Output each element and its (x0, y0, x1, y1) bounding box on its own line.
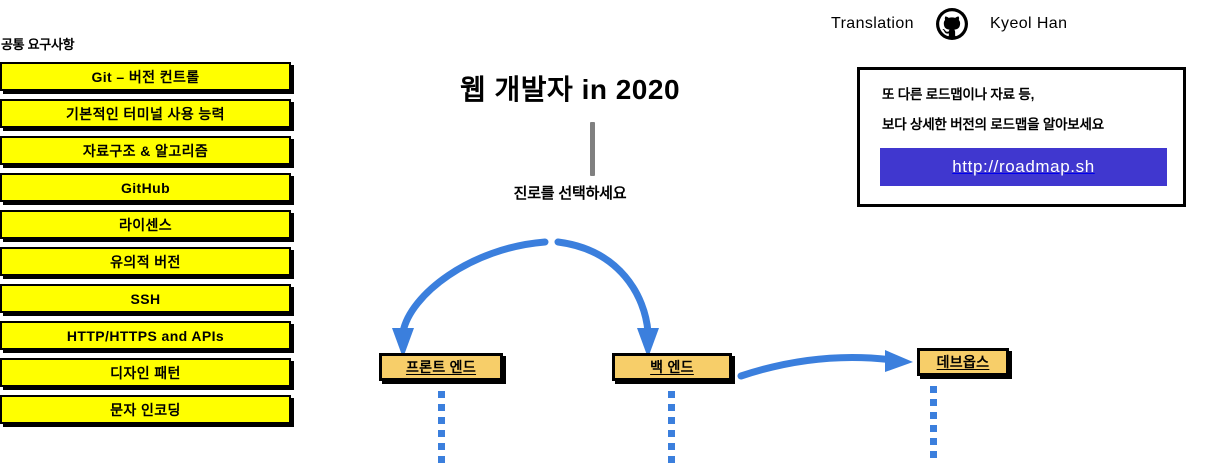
arrow-head-devops (885, 350, 913, 372)
trail-dot (438, 430, 445, 437)
requirement-label: 유의적 버전 (110, 253, 181, 270)
requirement-item-licenses[interactable]: 라이센스 (0, 210, 291, 239)
track-label: 데브옵스 (936, 354, 990, 370)
trail-dot (438, 456, 445, 463)
trail-dot (930, 386, 937, 393)
track-box-devops[interactable]: 데브옵스 (917, 348, 1009, 376)
requirement-label: Git – 버전 컨트롤 (91, 68, 200, 85)
trail-dot (438, 404, 445, 411)
center-column: 웹 개발자 in 2020 진로를 선택하세요 (300, 0, 840, 470)
arrow-path-backend (554, 238, 652, 336)
trail-dot (930, 451, 937, 458)
trail-dot (930, 438, 937, 445)
trail-dot (438, 417, 445, 424)
choose-path-label: 진로를 선택하세요 (513, 185, 627, 202)
trail-dot (668, 456, 675, 463)
requirement-label: 문자 인코딩 (110, 401, 181, 418)
page-title: 웹 개발자 in 2020 (459, 74, 681, 105)
requirement-item-semantic-versioning[interactable]: 유의적 버전 (0, 247, 291, 276)
translation-credit: Translation Kyeol Han (831, 8, 1067, 40)
arrow-head-frontend (392, 328, 414, 358)
requirement-item-github[interactable]: GitHub (0, 173, 291, 202)
trail-dot (930, 412, 937, 419)
track-label: 프론트 엔드 (405, 359, 477, 375)
translation-label: Translation (831, 15, 914, 32)
requirement-label: SSH (130, 290, 161, 307)
roadmap-url-label: http://roadmap.sh (952, 157, 1095, 176)
section-title: 공통 요구사항 (1, 37, 75, 52)
github-icon[interactable] (935, 8, 968, 40)
trail-dot (668, 430, 675, 437)
requirement-item-git[interactable]: Git – 버전 컨트롤 (0, 62, 291, 91)
track-box-backend[interactable]: 백 엔드 (612, 353, 732, 381)
trail-dot (668, 443, 675, 450)
dot-trail-devops (930, 386, 937, 464)
track-label: 백 엔드 (650, 359, 694, 375)
trail-dot (668, 417, 675, 424)
roadmap-url-button[interactable]: http://roadmap.sh (880, 148, 1167, 186)
trail-dot (668, 391, 675, 398)
arrow-path-frontend (399, 238, 549, 336)
requirement-item-data-structures[interactable]: 자료구조 & 알고리즘 (0, 136, 291, 165)
requirement-label: 자료구조 & 알고리즘 (82, 142, 209, 159)
dot-trail-backend (668, 391, 675, 469)
branch-arrows (392, 238, 659, 358)
trail-dot (438, 391, 445, 398)
translator-name: Kyeol Han (989, 15, 1068, 32)
info-line-1: 또 다른 로드맵이나 자료 등, (882, 87, 1035, 102)
trail-dot (668, 404, 675, 411)
common-requirements-section: 공통 요구사항 Git – 버전 컨트롤 기본적인 터미널 사용 능력 자료구조… (0, 34, 296, 432)
info-line-2: 보다 상세한 버전의 로드맵을 알아보세요 (882, 116, 1104, 132)
requirements-list: Git – 버전 컨트롤 기본적인 터미널 사용 능력 자료구조 & 알고리즘 … (0, 62, 296, 424)
trail-dot (438, 443, 445, 450)
requirement-item-ssh[interactable]: SSH (0, 284, 291, 313)
requirement-label: 디자인 패턴 (110, 364, 181, 381)
requirement-item-terminal[interactable]: 기본적인 터미널 사용 능력 (0, 99, 291, 128)
arrow-path-devops (737, 353, 897, 380)
dot-trail-frontend (438, 391, 445, 469)
arrow-backend-to-devops (737, 350, 913, 380)
trail-dot (930, 425, 937, 432)
requirement-label: 기본적인 터미널 사용 능력 (66, 105, 225, 122)
stem-connector (590, 122, 595, 176)
requirement-item-design-patterns[interactable]: 디자인 패턴 (0, 358, 291, 387)
requirement-label: HTTP/HTTPS and APIs (66, 327, 225, 344)
roadmap-info-box: 또 다른 로드맵이나 자료 등, 보다 상세한 버전의 로드맵을 알아보세요 h… (857, 67, 1186, 207)
requirement-item-http-apis[interactable]: HTTP/HTTPS and APIs (0, 321, 291, 350)
requirement-item-character-encoding[interactable]: 문자 인코딩 (0, 395, 291, 424)
arrow-head-backend (637, 328, 659, 358)
track-box-frontend[interactable]: 프론트 엔드 (379, 353, 503, 381)
requirement-label: 라이센스 (118, 216, 173, 233)
requirement-label: GitHub (120, 179, 171, 196)
trail-dot (930, 399, 937, 406)
